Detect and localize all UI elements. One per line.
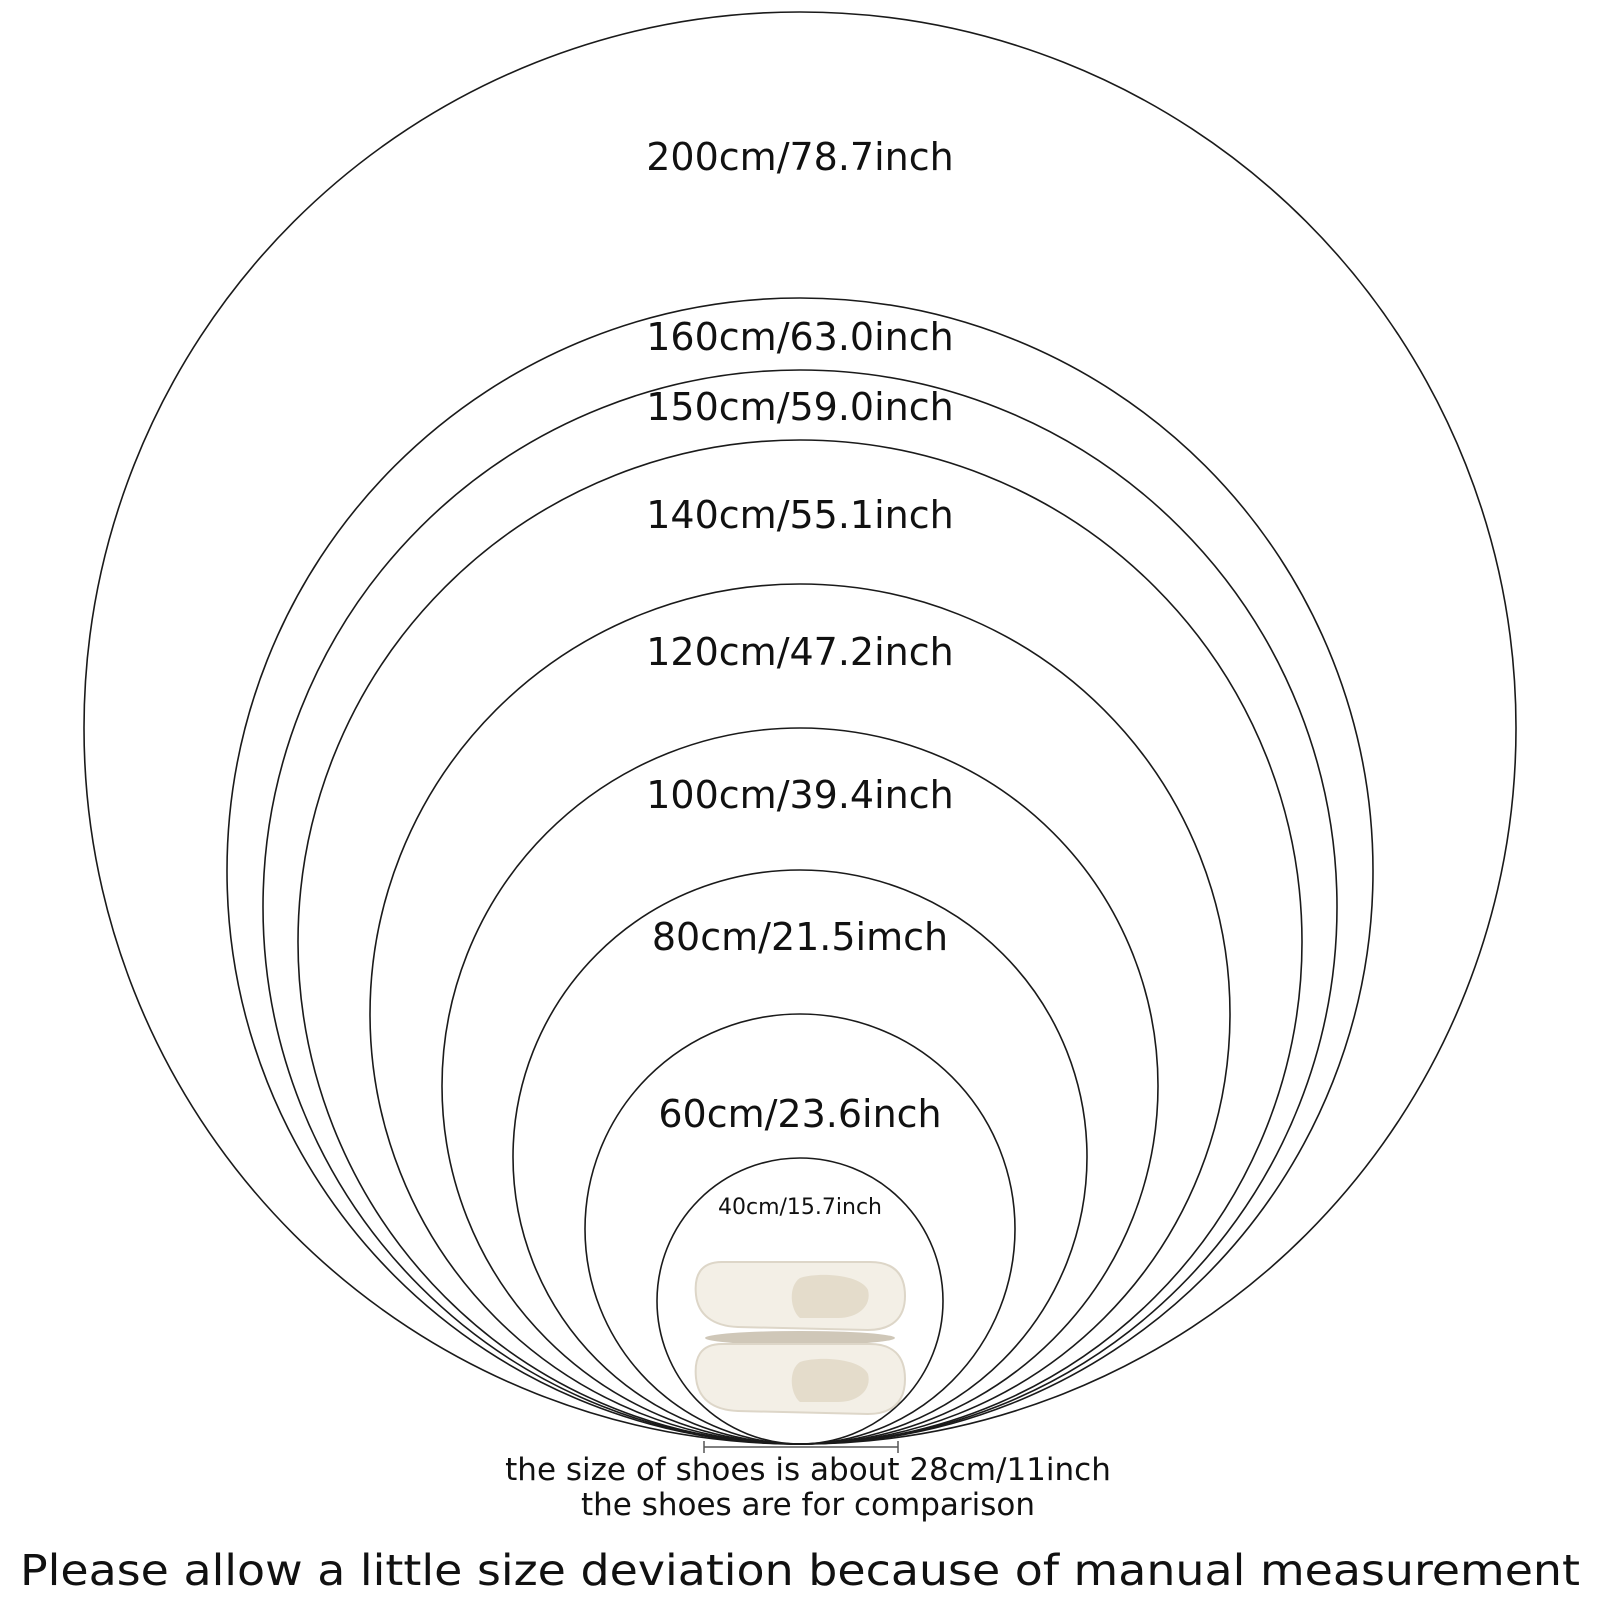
- shoe-length-marker: [703, 1441, 899, 1453]
- ring-label-60cm: 60cm/23.6inch: [658, 1092, 941, 1136]
- shoe-size-caption: the size of shoes is about 28cm/11inch: [505, 1452, 1111, 1488]
- ring-label-160cm: 160cm/63.0inch: [646, 315, 953, 359]
- ring-label-200cm: 200cm/78.7inch: [646, 135, 953, 179]
- ring-label-150cm: 150cm/59.0inch: [646, 385, 953, 429]
- ring-label-80cm: 80cm/21.5imch: [652, 915, 948, 959]
- ring-40cm: [656, 1157, 944, 1445]
- comparison-caption: the shoes are for comparison: [581, 1487, 1035, 1523]
- ring-label-100cm: 100cm/39.4inch: [646, 773, 953, 817]
- slippers-image: [694, 1261, 907, 1416]
- slipper-front-opening: [791, 1358, 869, 1402]
- ring-label-140cm: 140cm/55.1inch: [646, 493, 953, 537]
- slipper-back-opening: [791, 1274, 869, 1318]
- slipper-shadow: [705, 1331, 895, 1345]
- ring-label-40cm: 40cm/15.7inch: [718, 1195, 882, 1220]
- ring-label-120cm: 120cm/47.2inch: [646, 630, 953, 674]
- measurement-disclaimer: Please allow a little size deviation bec…: [20, 1546, 1580, 1596]
- size-rings: [83, 11, 1517, 1445]
